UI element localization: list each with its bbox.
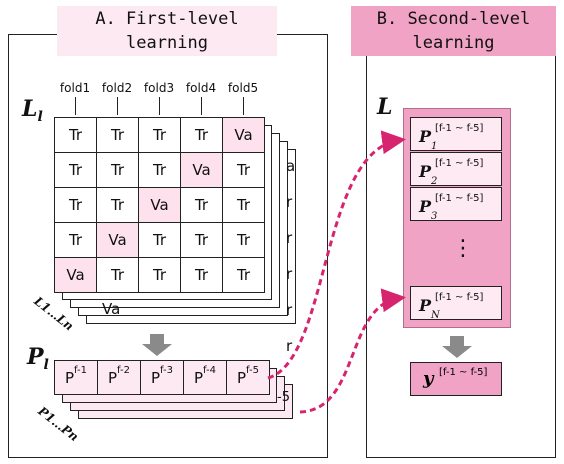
cv-cell: Tr bbox=[96, 117, 139, 153]
first-level-title-line1: A. First-level bbox=[95, 9, 239, 29]
row-sub: 3 bbox=[431, 211, 438, 222]
cv-cell: Tr bbox=[138, 257, 181, 293]
row-sub: N bbox=[431, 310, 440, 321]
prediction-cell-sup: f-3 bbox=[160, 365, 173, 376]
matrix-symbol-l-sub: l bbox=[37, 109, 43, 125]
second-level-title-bg bbox=[351, 6, 556, 56]
second-level-title-line1: B. Second-level bbox=[376, 9, 531, 29]
row-sub: 1 bbox=[431, 141, 438, 152]
output-superscript: [f-1 ~ f-5] bbox=[439, 367, 488, 378]
prediction-cell-sup: f-4 bbox=[203, 365, 216, 376]
cv-cell: Tr bbox=[96, 152, 139, 188]
fold-header-3: fold3 bbox=[143, 81, 175, 95]
prediction-symbol: Pl bbox=[27, 344, 49, 373]
cv-cell: Tr bbox=[54, 117, 97, 153]
cv-cell: Tr bbox=[222, 222, 265, 258]
prediction-cell-base: P bbox=[108, 368, 118, 387]
matrix-symbol-l: Ll bbox=[22, 96, 43, 125]
row-sup: [f-1 ~ f-5] bbox=[435, 123, 484, 134]
row-main: P bbox=[419, 296, 432, 315]
cv-cell: Tr bbox=[180, 257, 223, 293]
output-symbol: y bbox=[423, 368, 434, 389]
second-level-matrix-symbol: L bbox=[377, 94, 393, 120]
row-main: P bbox=[419, 162, 432, 181]
back-col-letter-2: r bbox=[286, 193, 293, 211]
first-level-title-bg bbox=[57, 6, 277, 56]
prediction-cell-base: P bbox=[237, 368, 247, 387]
row-sub: 2 bbox=[431, 176, 438, 187]
back-col-letter-3: r bbox=[286, 229, 293, 247]
cv-cell: Tr bbox=[138, 222, 181, 258]
back-col-letter-4: r bbox=[286, 265, 293, 283]
fold-header-1: fold1 bbox=[59, 81, 91, 95]
prediction-symbol-main: P bbox=[27, 344, 44, 370]
first-level-title-line2: learning bbox=[126, 33, 208, 53]
cv-cell: Tr bbox=[180, 222, 223, 258]
prediction-cell-sup: f-2 bbox=[117, 365, 130, 376]
back-col-letter-6: r bbox=[286, 337, 293, 355]
cv-cell: Tr bbox=[180, 117, 223, 153]
cv-cell: Tr bbox=[138, 152, 181, 188]
fold-tick-3 bbox=[159, 97, 160, 115]
cv-cell: Va bbox=[96, 222, 139, 258]
fold-header-5: fold5 bbox=[227, 81, 259, 95]
cv-cell: Va bbox=[138, 187, 181, 223]
output-box: y [f-1 ~ f-5] bbox=[410, 362, 502, 396]
row-sup: [f-1 ~ f-5] bbox=[435, 292, 484, 303]
prediction-cell-base: P bbox=[151, 368, 161, 387]
row-main: P bbox=[419, 127, 432, 146]
fold-tick-5 bbox=[243, 97, 244, 115]
cv-cell: Va bbox=[180, 152, 223, 188]
fold-header-4: fold4 bbox=[185, 81, 217, 95]
prediction-cell-sup: f-1 bbox=[74, 365, 87, 376]
prediction-cell-base: P bbox=[65, 368, 75, 387]
prediction-symbol-sub: l bbox=[43, 357, 49, 373]
row-sup: [f-1 ~ f-5] bbox=[435, 158, 484, 169]
row-sup: [f-1 ~ f-5] bbox=[435, 193, 484, 204]
cv-cell: Tr bbox=[96, 257, 139, 293]
back-bottom-text: Va bbox=[102, 300, 121, 318]
cv-cell: Tr bbox=[96, 187, 139, 223]
cv-cell: Tr bbox=[54, 152, 97, 188]
cv-cell: Tr bbox=[222, 152, 265, 188]
cv-cell: Va bbox=[54, 257, 97, 293]
fold-tick-4 bbox=[201, 97, 202, 115]
back-col-letter-1: a bbox=[286, 157, 296, 175]
row-main: P bbox=[419, 197, 432, 216]
cv-cell: Tr bbox=[54, 222, 97, 258]
cv-cell: Tr bbox=[54, 187, 97, 223]
prediction-cell-base: P bbox=[194, 368, 204, 387]
ellipsis: ⋮ bbox=[452, 236, 474, 261]
cv-cell: Va bbox=[222, 117, 265, 153]
back-col-letter-5: r bbox=[286, 301, 293, 319]
fold-tick-1 bbox=[75, 97, 76, 115]
second-level-title-line2: learning bbox=[412, 33, 495, 53]
cv-cell: Tr bbox=[138, 117, 181, 153]
cv-cell: Tr bbox=[222, 257, 265, 293]
cv-cell: Tr bbox=[222, 187, 265, 223]
cv-cell: Tr bbox=[180, 187, 223, 223]
matrix-symbol-l-main: L bbox=[22, 96, 38, 122]
prediction-cell-sup: f-5 bbox=[246, 365, 259, 376]
fold-header-2: fold2 bbox=[101, 81, 133, 95]
fold-tick-2 bbox=[117, 97, 118, 115]
prediction-back-text: -5 bbox=[277, 390, 290, 405]
